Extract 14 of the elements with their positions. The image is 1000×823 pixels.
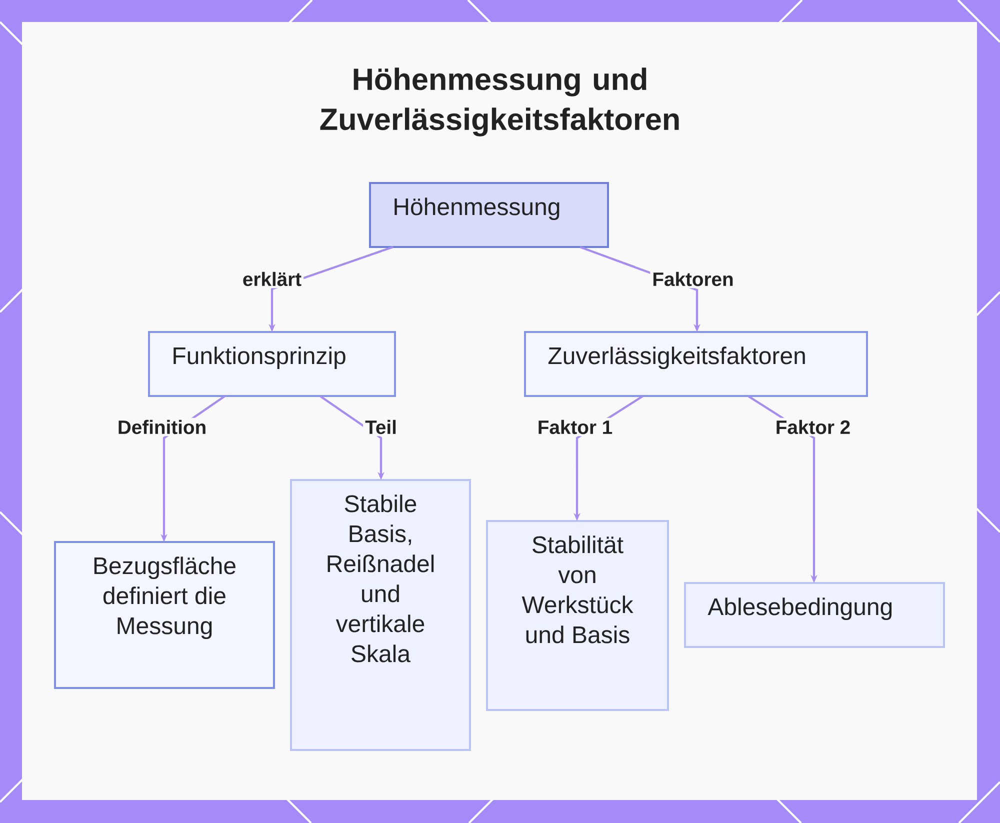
- edge-label: Definition: [115, 418, 209, 436]
- concept-box: Funktionsprinzip: [148, 331, 396, 397]
- concept-box: Höhenmessung: [369, 182, 609, 248]
- concept-box: Stabilität von Werkstück und Basis: [486, 520, 669, 711]
- concept-box: Zuverlässigkeitsfaktoren: [524, 331, 868, 397]
- title: Höhenmessung und Zuverlässigkeitsfaktoren: [320, 68, 679, 136]
- edge-label: Teil: [363, 418, 399, 436]
- edge-label: Faktor 2: [773, 418, 853, 436]
- concept-box: Bezugsfläche definiert die Messung: [54, 541, 275, 689]
- concept-box: Ablesebedingung: [684, 582, 945, 648]
- concept-box: Stabile Basis, Reißnadel und vertikale Skala: [290, 479, 471, 751]
- edge-label: Faktoren: [650, 270, 736, 288]
- edge-label: Faktor 1: [535, 418, 615, 436]
- edge-label: erklärt: [240, 270, 304, 288]
